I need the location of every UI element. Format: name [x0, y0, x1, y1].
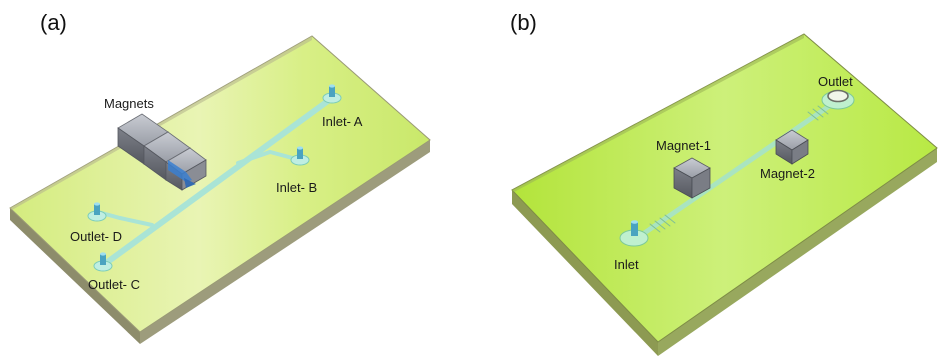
- panel-a-letter: (a): [40, 10, 67, 35]
- label-inlet-b: Inlet- B: [276, 180, 317, 195]
- label-outlet-d: Outlet- D: [70, 229, 122, 244]
- outlet-c-post: [100, 252, 106, 265]
- magnet-stack-a: [117, 113, 207, 191]
- chip-b-back-wall: [512, 34, 804, 192]
- inlet-b-post: [297, 146, 303, 159]
- panel-a: (a): [9, 10, 431, 344]
- branch-channel-b: [236, 149, 302, 165]
- label-magnets: Magnets: [104, 96, 154, 111]
- label-outlet: Outlet: [818, 74, 853, 89]
- chip-a-back-wall: [10, 36, 312, 210]
- main-channel-b: [637, 97, 841, 239]
- inlet-port-b: [619, 220, 649, 247]
- magnet-1-block: [673, 157, 711, 199]
- magnetic-field-arrow: [168, 160, 196, 188]
- channel-network-b: [637, 97, 841, 239]
- chip-b: [511, 33, 938, 356]
- panel-b: (b): [510, 10, 938, 356]
- label-magnet-1: Magnet-1: [656, 138, 711, 153]
- magnet-2-block: [775, 129, 809, 165]
- main-channel-a: [99, 95, 335, 269]
- trap-section-outlet: [807, 105, 829, 121]
- inlet-a-post: [329, 84, 335, 97]
- panel-b-letter: (b): [510, 10, 537, 35]
- chip-b-front-edge: [512, 190, 658, 356]
- chip-a-front-edge: [10, 208, 140, 344]
- chip-b-right-edge: [658, 148, 937, 356]
- outlet-port-b: [821, 89, 855, 110]
- label-outlet-c: Outlet- C: [88, 277, 140, 292]
- chip-a: [9, 35, 431, 344]
- trap-section-inlet: [649, 214, 676, 233]
- label-inlet-a: Inlet- A: [322, 114, 363, 129]
- label-magnet-2: Magnet-2: [760, 166, 815, 181]
- outlet-d-post: [94, 202, 100, 215]
- ports-a: [87, 84, 342, 272]
- chip-a-right-edge: [140, 140, 430, 344]
- label-inlet: Inlet: [614, 257, 639, 272]
